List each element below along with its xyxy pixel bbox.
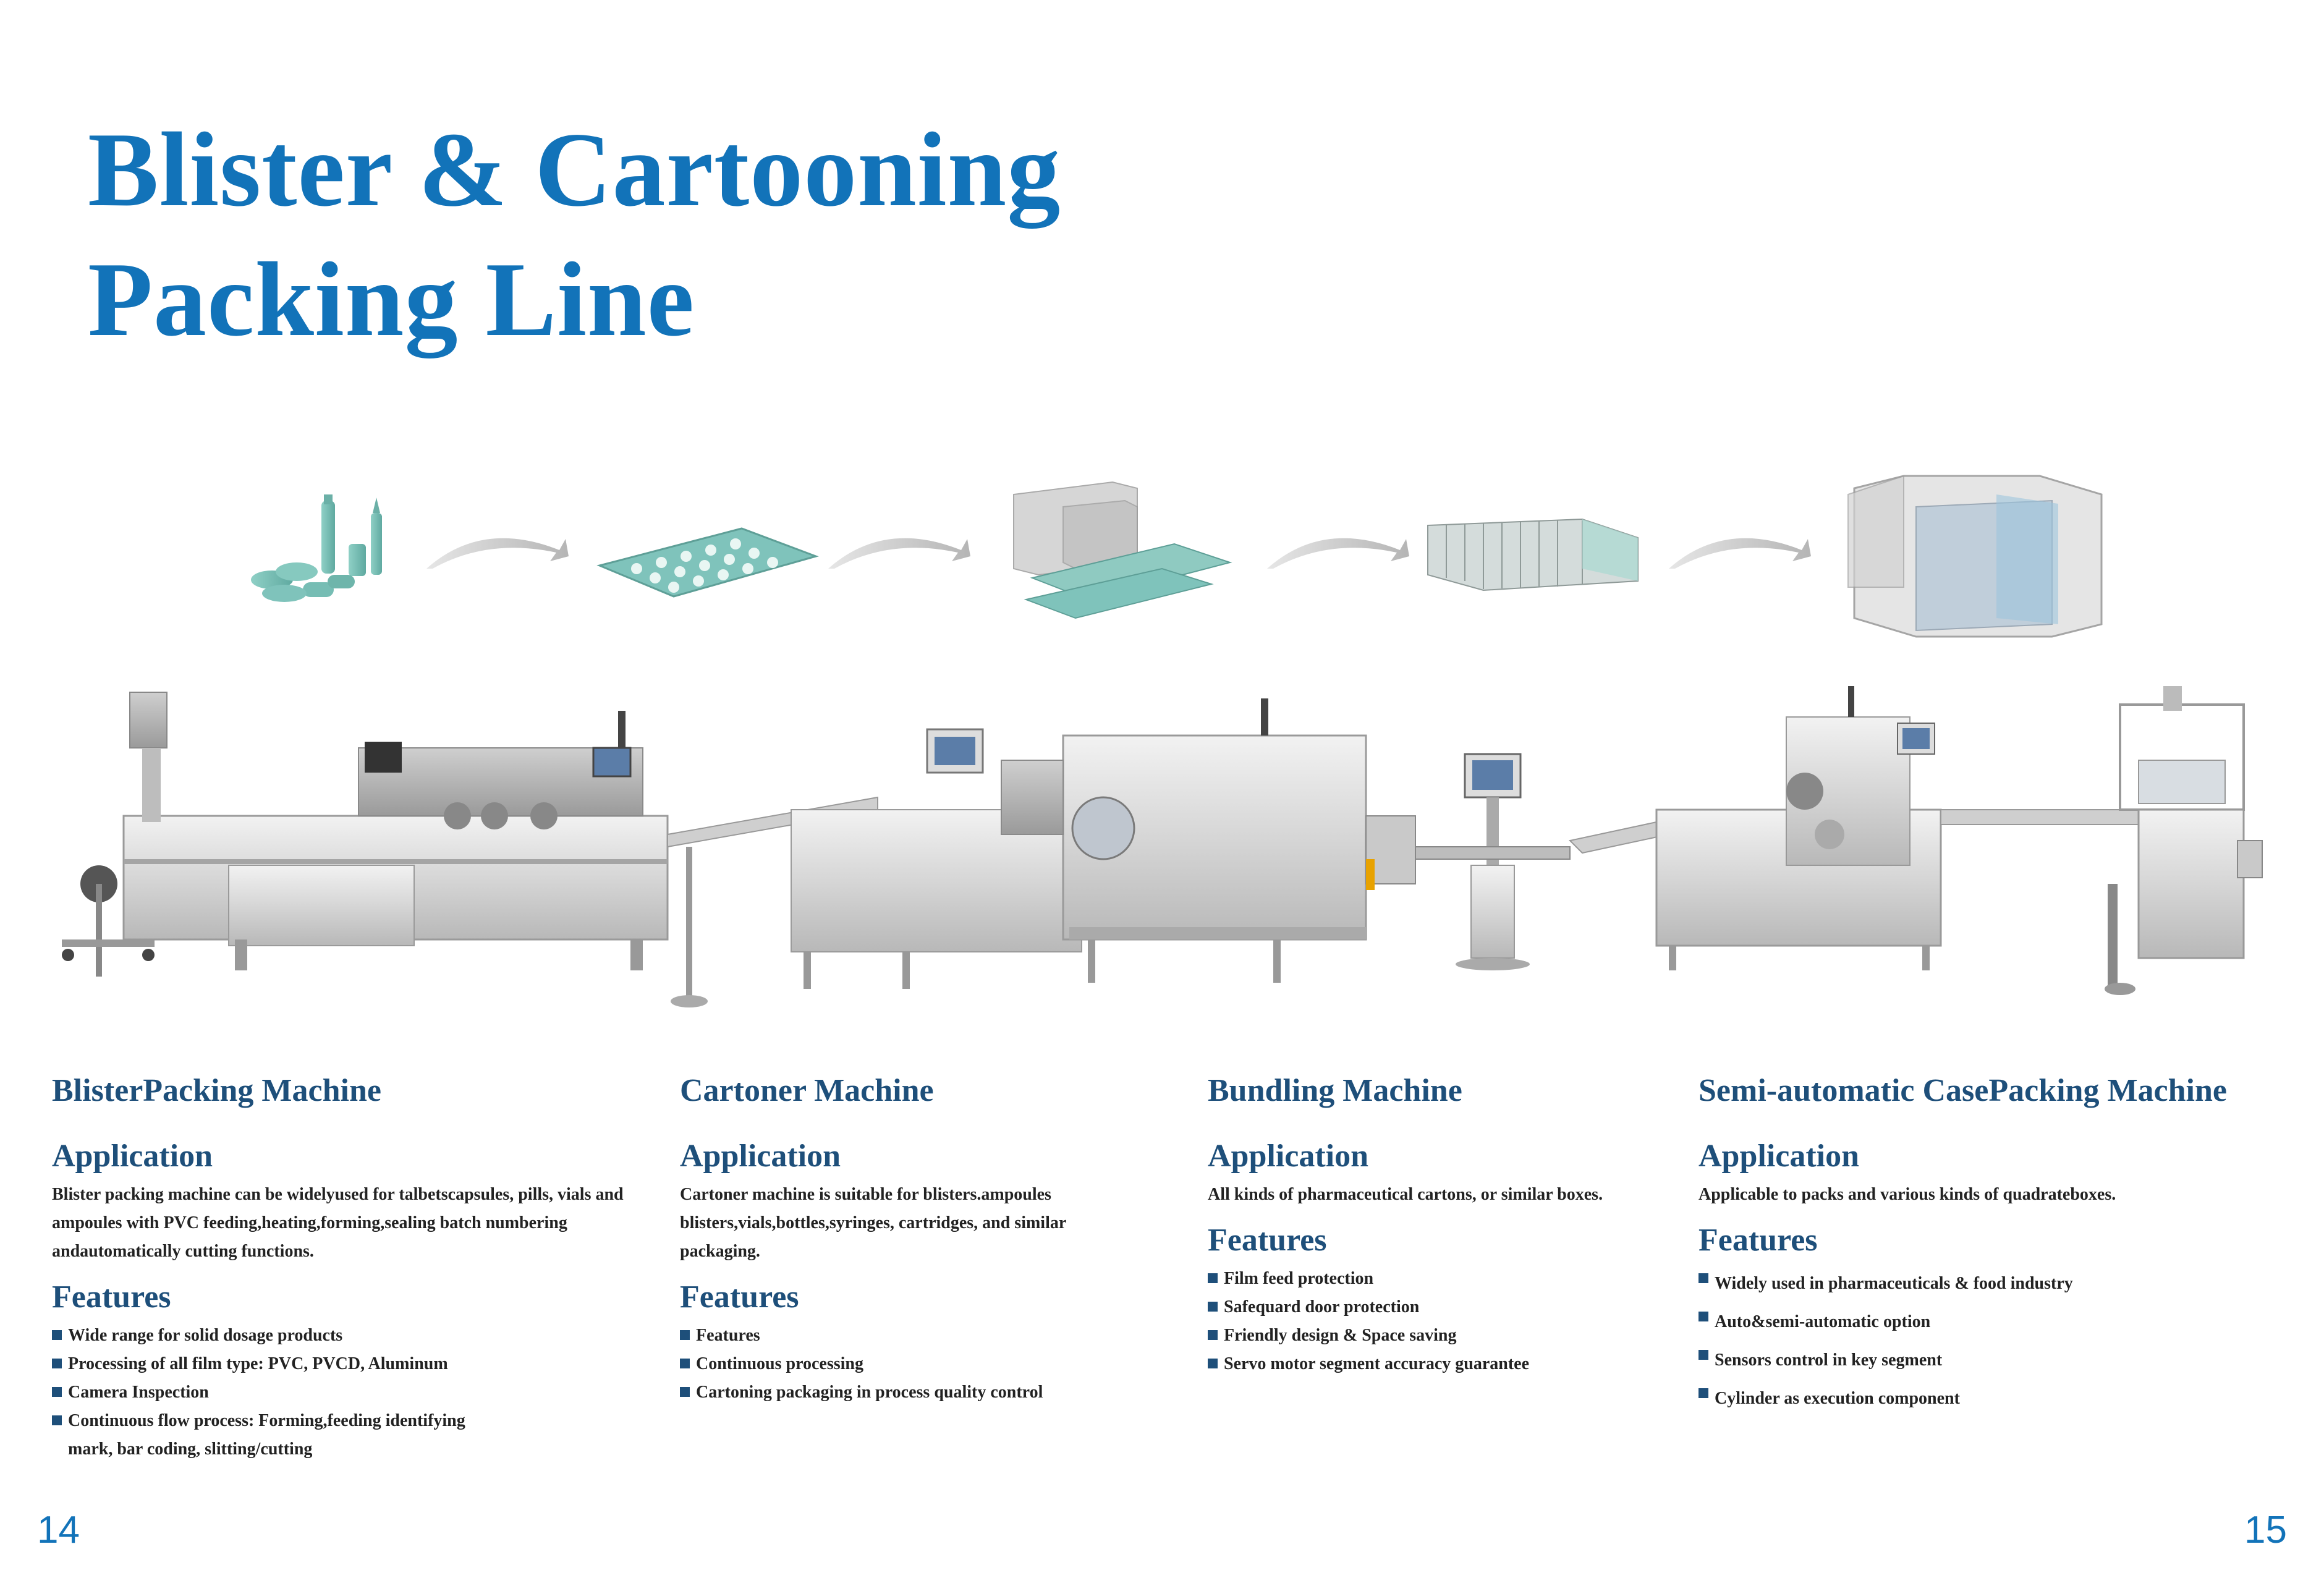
flow-arrow-icon [1267, 538, 1409, 569]
feature-item: Friendly design & Space saving [1208, 1321, 1690, 1350]
section-heading: Bundling Machine [1208, 1073, 1462, 1108]
flow-arrow-icon [828, 538, 970, 569]
application-text: All kinds of pharmaceutical cartons, or … [1208, 1185, 1603, 1204]
blister-sheet-icon [596, 527, 819, 598]
application-heading: Application [1698, 1139, 1860, 1174]
features-heading: Features [1698, 1223, 1818, 1258]
bundling-machine-section: Bundling Machine Application All kinds o… [1208, 1069, 1690, 1378]
application-text: Blister packing machine can be widelyuse… [52, 1185, 624, 1261]
cartoner-machine-section: Cartoner Machine Application Cartoner ma… [680, 1069, 1150, 1407]
section-heading: Cartoner Machine [680, 1073, 934, 1108]
feature-item: Processing of all film type: PVC, PVCD, … [52, 1350, 645, 1378]
feature-item: Safequard door protection [1208, 1293, 1690, 1321]
feature-item: Continuous flow process: Forming,feeding… [52, 1407, 501, 1464]
feature-item: Widely used in pharmaceuticals & food in… [1698, 1265, 2304, 1303]
feature-item: Camera Inspection [52, 1378, 645, 1407]
feature-item: Servo motor segment accuracy guarantee [1208, 1350, 1690, 1378]
page-title-line-2: Packing Line [88, 241, 695, 358]
page-number-right: 15 [2244, 1509, 2287, 1551]
packing-line-machines-illustration [62, 686, 2263, 1007]
feature-item: Cartoning packaging in process quality c… [680, 1378, 1150, 1407]
features-list: Features Continuous processing Cartoning… [680, 1321, 1150, 1407]
process-flow-illustration [251, 475, 2103, 638]
application-heading: Application [1208, 1139, 1369, 1174]
carton-bundle-icon [1427, 518, 1639, 592]
feature-item: Film feed protection [1208, 1265, 1690, 1293]
feature-item: Wide range for solid dosage products [52, 1321, 645, 1350]
shipping-case-icon [1847, 475, 2103, 638]
case-packing-machine-image [1940, 686, 2263, 995]
case-packing-machine-section: Semi-automatic CasePacking Machine Appli… [1698, 1069, 2304, 1418]
check-weigher-image [1415, 753, 1571, 970]
feature-item: Cylinder as execution component [1698, 1380, 2304, 1418]
cartoner-machine-image [791, 698, 1416, 989]
blister-packing-machine-section: BlisterPacking Machine Application Blist… [52, 1069, 645, 1464]
feature-item: Auto&semi-automatic option [1698, 1303, 2304, 1341]
page-number-left: 14 [37, 1509, 80, 1551]
feature-item: Sensors control in key segment [1698, 1341, 2304, 1380]
page-title-line-1: Blister & Cartooning [88, 111, 1061, 229]
page-title: Blister & Cartooning Packing Line [88, 105, 1061, 365]
features-heading: Features [1208, 1223, 1327, 1258]
features-list: Film feed protection Safequard door prot… [1208, 1265, 1690, 1378]
blister-packing-machine-image [62, 692, 669, 977]
bundling-machine-image [1568, 686, 1942, 970]
features-heading: Features [52, 1279, 171, 1315]
section-heading: Semi-automatic CasePacking Machine [1698, 1073, 2228, 1108]
pills-and-vials-icon [251, 494, 382, 602]
application-text: Applicable to packs and various kinds of… [1698, 1185, 2116, 1204]
flow-arrow-icon [1669, 538, 1811, 569]
section-heading: BlisterPacking Machine [52, 1073, 381, 1108]
application-text: Cartoner machine is suitable for blister… [680, 1185, 1066, 1261]
carton-with-blisters-icon [1013, 481, 1232, 619]
application-heading: Application [680, 1139, 841, 1174]
feature-item: Features [680, 1321, 1150, 1350]
flow-arrow-icon [426, 538, 569, 569]
feature-item: Continuous processing [680, 1350, 1150, 1378]
features-heading: Features [680, 1279, 799, 1315]
features-list: Wide range for solid dosage products Pro… [52, 1321, 645, 1464]
features-list: Widely used in pharmaceuticals & food in… [1698, 1265, 2304, 1418]
application-heading: Application [52, 1139, 213, 1174]
